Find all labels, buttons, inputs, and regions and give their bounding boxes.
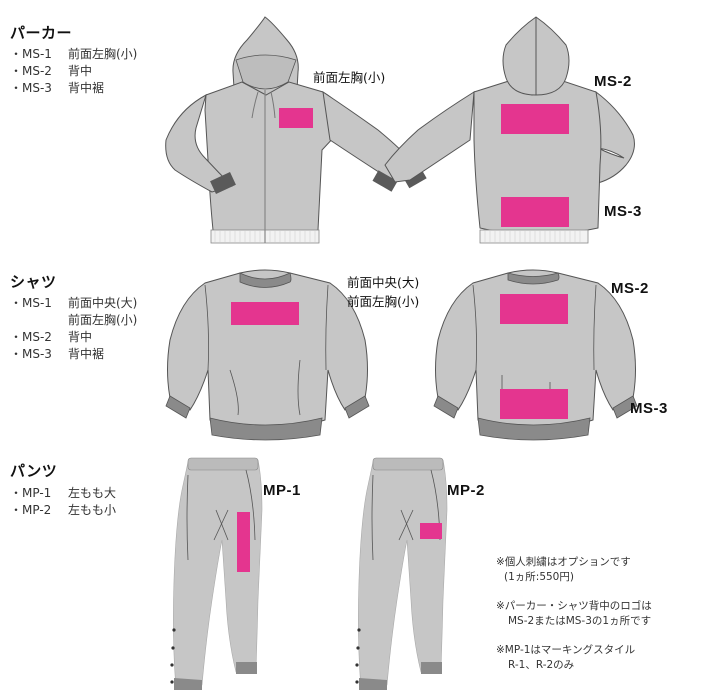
pants-mp2-label: MP-2 bbox=[447, 482, 485, 499]
shirt-section-title: シャツ bbox=[10, 273, 57, 291]
parka-section-title: パーカー bbox=[10, 24, 73, 42]
notes-block: ※個人刺繍はオプションです (1ヵ所:550円) ※パーカー・シャツ背中のロゴは… bbox=[496, 555, 652, 673]
mark-mp2-left-thigh bbox=[420, 523, 442, 539]
list-item: 前面左胸(小) bbox=[68, 313, 138, 327]
note-line: R-1、R-2のみ bbox=[508, 659, 575, 671]
mark-ms3-parka-back bbox=[501, 197, 569, 227]
shirt-ms3-label: MS-3 bbox=[630, 400, 668, 417]
note-line: ※MP-1はマーキングスタイル bbox=[496, 644, 636, 656]
parka-front-position-label: 前面左胸(小) bbox=[313, 70, 386, 85]
shirt-ms2-label: MS-2 bbox=[611, 280, 649, 297]
mark-mp1-left-thigh bbox=[237, 512, 250, 572]
mark-ms3-shirt-back bbox=[500, 389, 568, 419]
note-line: MS-2またはMS-3の1ヵ所です bbox=[508, 615, 652, 627]
mark-ms1-shirt-front bbox=[231, 302, 299, 325]
mark-ms2-parka-back bbox=[501, 104, 569, 134]
note-line: ※個人刺繍はオプションです bbox=[496, 556, 631, 568]
mark-ms1-parka-front bbox=[279, 108, 313, 128]
pants-mp1-label: MP-1 bbox=[263, 482, 301, 499]
mark-ms2-shirt-back bbox=[500, 294, 568, 324]
parka-ms2-label: MS-2 bbox=[594, 73, 632, 90]
note-line: (1ヵ所:550円) bbox=[504, 571, 574, 583]
parka-ms3-label: MS-3 bbox=[604, 203, 642, 220]
pants-section-title: パンツ bbox=[10, 462, 58, 480]
note-line: ※パーカー・シャツ背中のロゴは bbox=[496, 600, 652, 612]
shirt-front-label-line2: 前面左胸(小) bbox=[347, 294, 420, 309]
shirt-front-label-line1: 前面中央(大) bbox=[347, 275, 420, 290]
